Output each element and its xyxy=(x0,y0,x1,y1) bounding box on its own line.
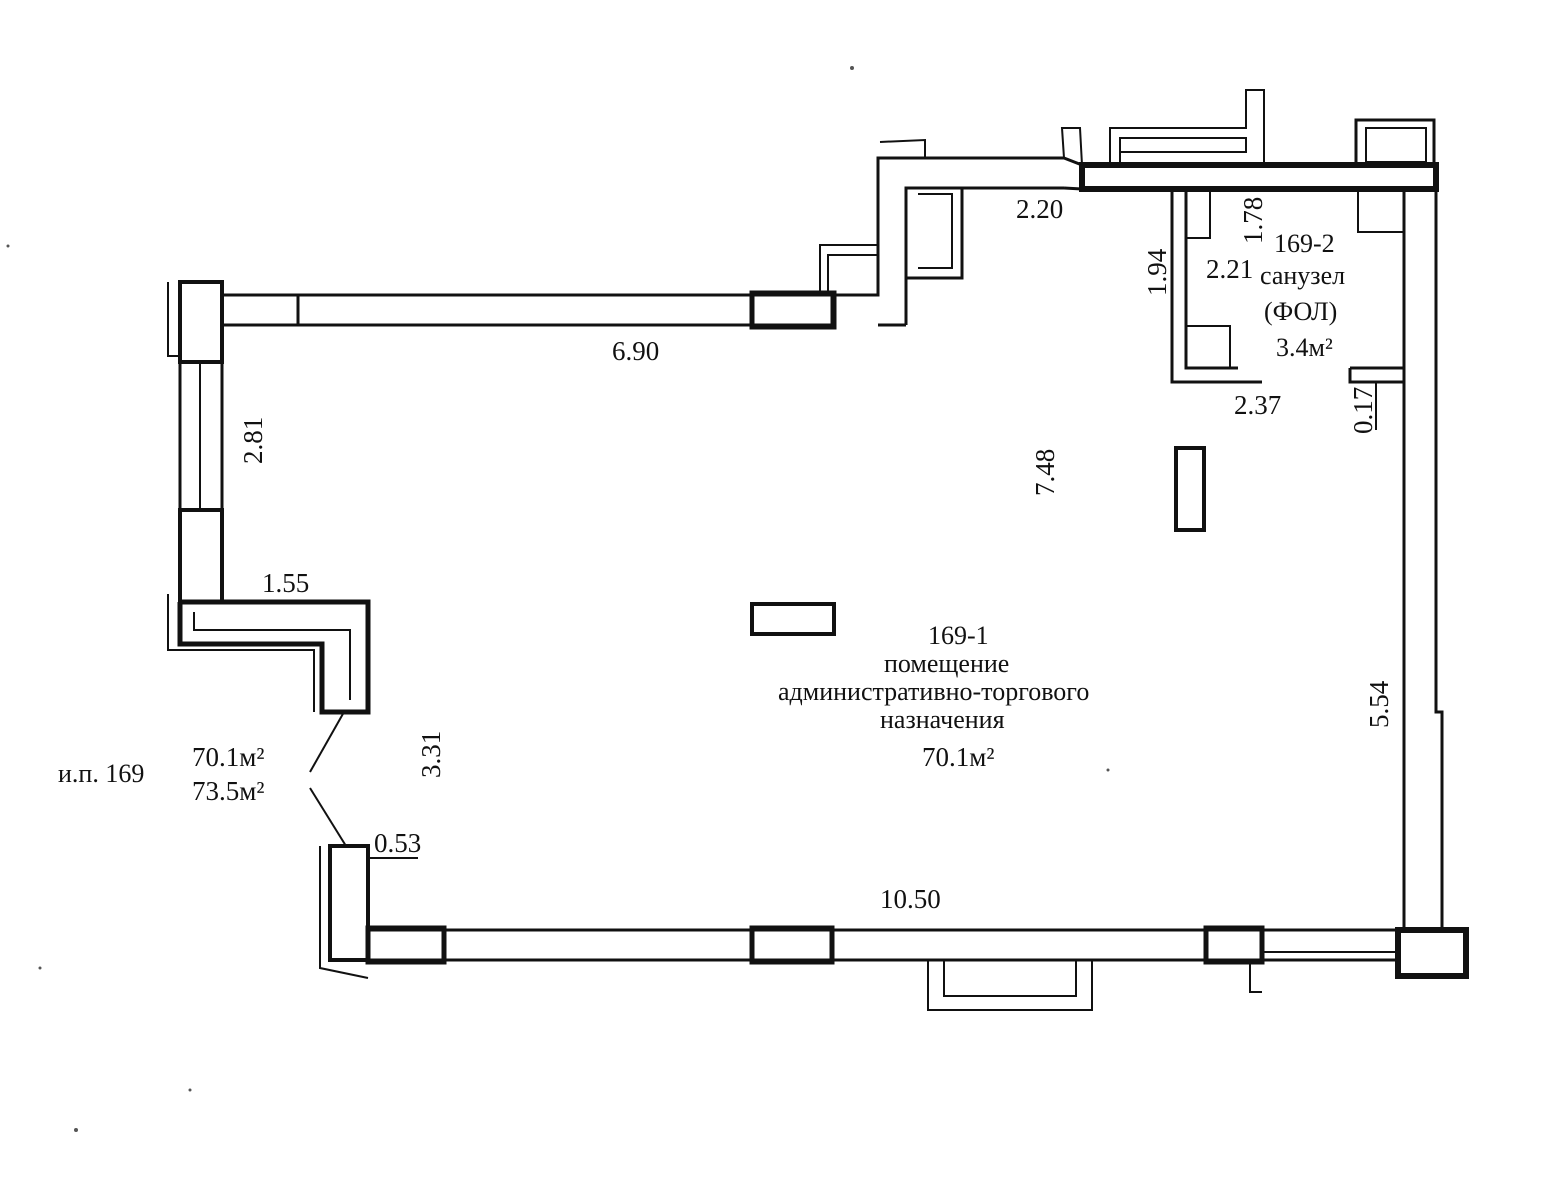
window-bottom-right xyxy=(1203,925,1265,965)
main-room-area: 70.1м² xyxy=(922,742,994,772)
dim-left-step: 1.55 xyxy=(262,568,309,598)
wall-top-sill xyxy=(879,138,926,158)
unit-summary-label: и.п. 169 70.1м² 73.5м² xyxy=(58,742,264,806)
room-wc-label: 169-2 санузел (ФОЛ) 3.4м² xyxy=(1260,229,1345,362)
wc-number: 169-2 xyxy=(1274,229,1335,258)
dim-wc-width: 2.21 xyxy=(1206,254,1253,284)
dim-left-lower: 3.31 xyxy=(416,731,446,778)
column-left-mid xyxy=(178,508,224,604)
dim-right-wall: 5.54 xyxy=(1364,680,1394,728)
window-top-wc-inner xyxy=(1119,137,1247,165)
dim-top-notch: 2.20 xyxy=(1016,194,1063,224)
dim-door-jamb: 0.53 xyxy=(374,828,421,858)
unit-area-1: 70.1м² xyxy=(192,742,264,772)
dim-top-left-wall: 6.90 xyxy=(612,336,659,366)
window-bottom-left xyxy=(365,925,447,965)
dim-right-offset: 0.17 xyxy=(1348,387,1378,434)
speck xyxy=(74,1128,78,1132)
wall-left-step-inner xyxy=(193,612,351,700)
wall-wc-left xyxy=(1170,189,1262,384)
dim-wc-top: 1.78 xyxy=(1238,197,1268,244)
main-room-name-2: административно-торгового xyxy=(778,677,1089,706)
wall-wc-niche xyxy=(1186,189,1211,239)
wall-right-outer xyxy=(1434,189,1444,930)
wall-top-sill-2 xyxy=(1060,127,1083,166)
wall-top-left xyxy=(220,293,834,327)
main-room-name-1: помещение xyxy=(884,649,1009,678)
wall-top-wc xyxy=(1079,162,1439,192)
column-top-right-inner xyxy=(1365,127,1427,163)
speck xyxy=(188,1088,192,1092)
wall-left-sill-top xyxy=(167,282,180,357)
wall-outer-bump xyxy=(819,244,878,295)
walls xyxy=(167,89,1469,1011)
speck xyxy=(38,966,42,970)
wall-outer-bump-2 xyxy=(827,254,878,295)
wall-wc-left-inner xyxy=(1184,189,1238,370)
dimension-labels: 6.90 2.20 2.81 1.55 3.31 0.53 10.50 5.54… xyxy=(238,194,1394,914)
door-swing-bottom xyxy=(309,787,347,847)
wall-left-step xyxy=(177,599,371,715)
main-room-name-3: назначения xyxy=(880,705,1005,734)
column-bottom-right xyxy=(1395,927,1469,979)
column-left-bottom xyxy=(328,844,370,962)
main-room-number: 169-1 xyxy=(928,621,989,650)
interior-column-center xyxy=(750,602,836,636)
wall-wc-right-column xyxy=(1357,189,1404,233)
wall-bottom-bump xyxy=(927,960,1093,1011)
wc-note: (ФОЛ) xyxy=(1264,297,1337,326)
building-unit: и.п. 169 xyxy=(58,759,144,788)
wall-niche xyxy=(906,186,964,280)
window-top-left xyxy=(749,290,837,330)
dim-wc-bottom: 2.37 xyxy=(1234,390,1281,420)
wall-bottom xyxy=(366,928,1400,962)
speck xyxy=(850,66,854,70)
wall-niche-inner xyxy=(918,193,953,269)
wall-left-sill-bottom xyxy=(319,846,369,979)
door-swing-top xyxy=(309,711,345,773)
wall-wc-right-stub xyxy=(1348,366,1406,384)
window-bottom-mid xyxy=(749,925,835,965)
wall-top-connector-2 xyxy=(1063,186,1083,191)
scan-specks xyxy=(6,66,1110,1132)
room-main-label: 169-1 помещение административно-торговог… xyxy=(778,621,1089,772)
wc-name: санузел xyxy=(1260,261,1345,290)
dim-bottom-wall: 10.50 xyxy=(880,884,941,914)
dim-depth: 7.48 xyxy=(1030,449,1060,496)
dim-wc-left: 1.94 xyxy=(1142,248,1172,296)
wall-step-up xyxy=(832,156,1064,297)
wc-area: 3.4м² xyxy=(1276,333,1333,362)
speck xyxy=(1106,768,1110,772)
unit-area-2: 73.5м² xyxy=(192,776,264,806)
wall-left-sill-mid xyxy=(167,594,315,712)
window-top-wc xyxy=(1109,89,1265,165)
column-top-right xyxy=(1354,118,1436,167)
speck xyxy=(6,244,10,248)
wall-bottom-bump-inner xyxy=(943,960,1077,997)
dim-left-upper: 2.81 xyxy=(238,417,268,464)
wall-bottom-sill xyxy=(1249,962,1262,993)
wall-top-connector xyxy=(1063,156,1083,167)
wall-wc-niche-2 xyxy=(1186,325,1231,368)
interior-column-right xyxy=(1174,446,1206,532)
column-left-top xyxy=(178,280,224,364)
